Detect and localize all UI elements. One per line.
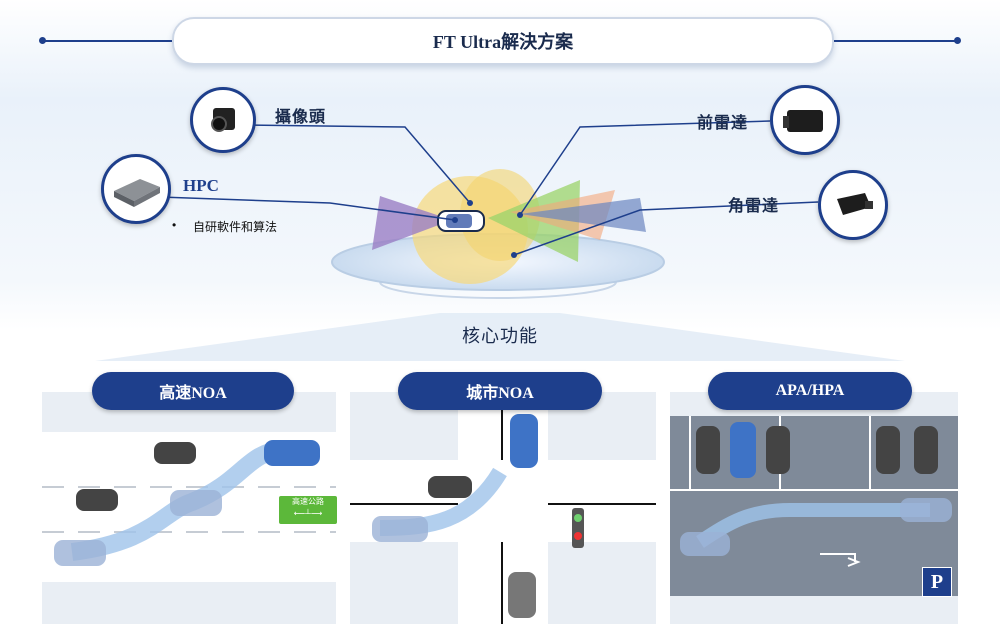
- hpc-bullet-text: 自研軟件和算法: [193, 220, 278, 234]
- apa-hpa-title: APA/HPA: [708, 372, 912, 410]
- car-ego-mid: [170, 490, 222, 516]
- long-range-coverage-blue: [520, 198, 646, 232]
- highway-noa-panel: [42, 392, 336, 624]
- car-grey-2: [76, 489, 118, 511]
- highway-sign: 高速公路 ⟵┴⟶: [278, 495, 338, 525]
- moving-car-start: [680, 532, 730, 556]
- front-radar-coverage-green: [488, 180, 580, 262]
- parked-car-ego: [730, 422, 756, 478]
- car-ego-end: [264, 440, 320, 466]
- direction-arrow-icon: [820, 553, 861, 567]
- hpc-label: HPC: [183, 176, 219, 195]
- city-car-grey-2: [508, 572, 536, 618]
- parking-scene: [670, 416, 958, 596]
- front-radar-icon: [783, 110, 823, 132]
- parked-car-1: [696, 426, 720, 474]
- rear-coverage-purple: [372, 196, 452, 250]
- car-ego-start: [54, 540, 106, 566]
- car-grey-1: [154, 442, 196, 464]
- highway-noa-title: 高速NOA: [92, 372, 294, 410]
- core-title: 核心功能: [462, 326, 538, 346]
- front-radar-leader: [519, 120, 771, 216]
- camera-leader: [247, 124, 471, 204]
- highway-sign-text: 高速公路: [292, 497, 324, 506]
- camera-icon: [211, 108, 235, 132]
- corner-radar-label: 角雷達: [728, 198, 780, 215]
- parked-car-3: [876, 426, 900, 474]
- parked-car-2: [766, 426, 790, 474]
- city-noa-panel: [350, 392, 656, 624]
- city-scene: [350, 392, 656, 624]
- hpc-circle: [101, 154, 171, 224]
- camera-circle: [190, 87, 256, 153]
- front-radar-label: 前雷達: [697, 115, 749, 132]
- corner-radar-icon: [837, 193, 873, 215]
- moving-car-end: [900, 498, 952, 522]
- core-banner: [95, 313, 905, 361]
- parking-sign-icon: P: [922, 567, 952, 597]
- city-car-ego-start: [372, 516, 428, 542]
- city-car-grey-1: [428, 476, 472, 498]
- parked-car-4: [914, 426, 938, 474]
- highway-sign-arrow-icon: ⟵┴⟶: [293, 509, 323, 518]
- hpc-bullet-dot: •: [172, 218, 177, 232]
- solution-title: FT Ultra解決方案: [172, 17, 834, 65]
- corner-radar-leader: [513, 201, 819, 256]
- left-header-line: [42, 40, 174, 42]
- hpc-leader: [159, 196, 456, 221]
- corner-radar-circle: [818, 170, 888, 240]
- front-radar-circle: [770, 85, 840, 155]
- right-line-dot: [954, 37, 961, 44]
- city-car-ego-end: [510, 414, 538, 468]
- right-header-line: [828, 40, 958, 42]
- city-noa-title: 城市NOA: [398, 372, 602, 410]
- apa-hpa-panel: [670, 392, 958, 624]
- sensor-coverage-diagram: [159, 120, 819, 299]
- camera-label: 攝像頭: [275, 109, 327, 126]
- hpc-unit-icon: [114, 179, 160, 207]
